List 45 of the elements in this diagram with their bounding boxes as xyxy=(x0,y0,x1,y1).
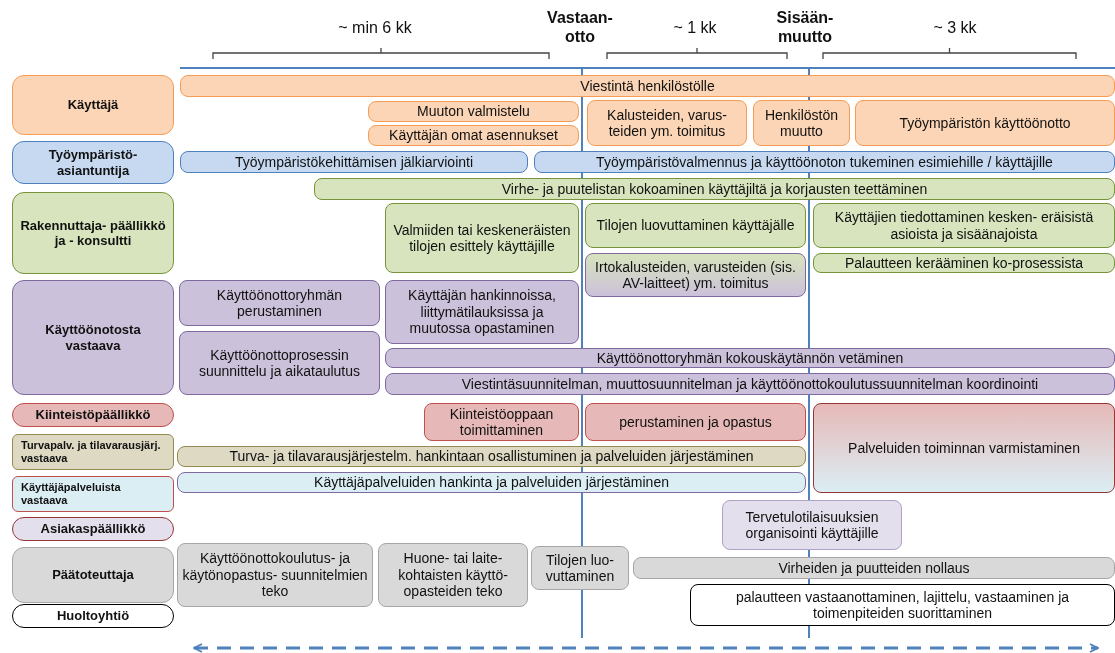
task-bar: Valmiiden tai keskeneräisten tilojen esittely käyttäjille xyxy=(385,203,579,273)
task-bar: Turva- ja tilavarausjärjestelm. hankintaan osallistuminen ja palveluiden järjestäminen xyxy=(177,446,806,467)
task-bar: Palautteen kerääminen ko-prosessista xyxy=(813,253,1115,273)
task-bar: Tilojen luovuttaminen käyttäjälle xyxy=(585,203,806,248)
task-bar: palautteen vastaanottaminen, lajittelu, vastaaminen ja toimenpiteiden suorittaminen xyxy=(690,584,1115,626)
task-bar: Käyttöönottoprosessin suunnittelu ja aikataulutus xyxy=(179,331,380,395)
task-bar: Käyttäjän omat asennukset xyxy=(368,125,579,146)
role-card: Huoltoyhtiö xyxy=(12,604,174,628)
task-bar: perustaminen ja opastus xyxy=(585,403,806,441)
role-card: Työympäristö- asiantuntija xyxy=(12,141,174,184)
task-bar: Käyttöönottokoulutus- ja käytönopastus- suunnitelmien teko xyxy=(177,543,373,607)
role-card: Käyttöönotosta vastaava xyxy=(12,280,174,395)
task-bar: Kalusteiden, varus- teiden ym. toimitus xyxy=(587,100,747,146)
task-bar: Henkilöstön muutto xyxy=(753,100,850,146)
task-bar: Työympäristövalmennus ja käyttöönoton tukeminen esimiehille / käyttäjille xyxy=(534,151,1115,173)
task-bar: Irtokalusteiden, varusteiden (sis. AV-laitteet) ym. toimitus xyxy=(585,253,806,297)
role-card: Käyttäjäpalveluista vastaava xyxy=(12,476,174,512)
role-card: Käyttäjä xyxy=(12,75,174,135)
role-card: Päätoteuttaja xyxy=(12,547,174,603)
task-bar: Kiinteistöoppaan toimittaminen xyxy=(424,403,579,441)
role-card: Kiinteistöpäällikkö xyxy=(12,403,174,427)
duration-label: ~ 3 kk xyxy=(932,18,978,38)
role-card: Rakennuttaja- päällikkö ja - konsultti xyxy=(12,192,174,274)
task-bar: Käyttöönottoryhmän kokouskäytännön vetäminen xyxy=(385,348,1115,368)
milestone-label: Vastaan- otto xyxy=(546,8,614,47)
task-bar: Tilojen luo- vuttaminen xyxy=(531,546,629,590)
task-bar: Virhe- ja puutelistan kokoaminen käyttäjiltä ja korjausten teettäminen xyxy=(314,178,1115,200)
task-bar: Viestintäsuunnitelman, muuttosuunnitelman ja käyttöönottokoulutussuunnitelman koordinointi xyxy=(385,373,1115,395)
task-bar: Työympäristökehittämisen jälkiarviointi xyxy=(180,151,528,173)
duration-label: ~ 1 kk xyxy=(672,18,718,38)
duration-label: ~ min 6 kk xyxy=(337,18,413,38)
task-bar: Käyttäjäpalveluiden hankinta ja palveluiden järjestäminen xyxy=(177,472,806,493)
task-bar: Käyttöönottoryhmän perustaminen xyxy=(179,280,380,326)
role-card: Turvapalv. ja tilavarausjärj. vastaava xyxy=(12,434,174,470)
task-bar: Muuton valmistelu xyxy=(368,101,579,122)
role-card: Asiakaspäällikkö xyxy=(12,517,174,541)
task-bar: Työympäristön käyttöönotto xyxy=(855,100,1115,146)
task-bar: Palveluiden toiminnan varmistaminen xyxy=(813,403,1115,493)
task-bar: Viestintä henkilöstölle xyxy=(180,75,1115,97)
task-bar: Käyttäjien tiedottaminen kesken- eräisistä asioista ja sisäänajoista xyxy=(813,203,1115,248)
milestone-label: Sisään- muutto xyxy=(775,8,835,47)
task-bar: Tervetulotilaisuuksien organisointi käyttäjille xyxy=(722,500,902,550)
task-bar: Huone- tai laite- kohtaisten käyttö- opasteiden teko xyxy=(378,543,528,607)
task-bar: Käyttäjän hankinnoissa, liittymätilauksissa ja muutossa opastaminen xyxy=(385,280,579,344)
task-bar: Virheiden ja puutteiden nollaus xyxy=(633,557,1115,579)
